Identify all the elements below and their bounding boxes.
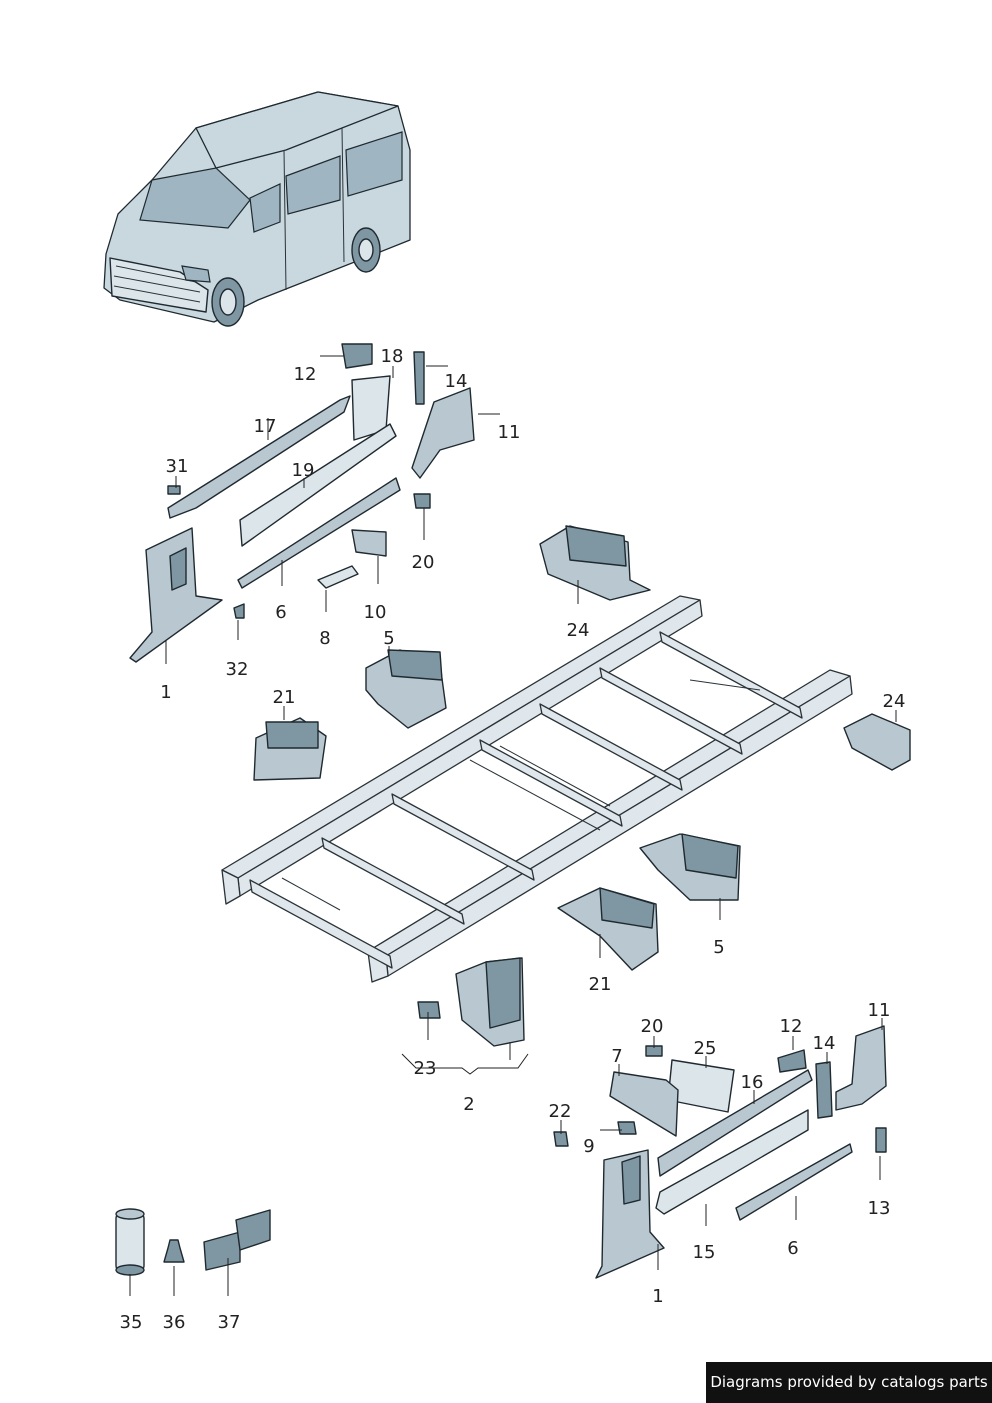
callout-label-23: 23 (414, 1058, 437, 1079)
callout-label-18: 18 (381, 346, 404, 367)
callout-label-15: 15 (693, 1242, 716, 1263)
callout-label-36: 36 (163, 1312, 186, 1333)
callout-label-5: 5 (383, 628, 394, 649)
callout-label-17: 17 (254, 416, 277, 437)
leader-lines (129, 355, 897, 1296)
right-side-parts (553, 1025, 887, 1279)
callout-label-24: 24 (567, 620, 590, 641)
callout-label-6: 6 (275, 602, 286, 623)
callout-label-14: 14 (445, 371, 468, 392)
chassis-frame (221, 595, 853, 983)
callout-label-19: 19 (292, 460, 315, 481)
callout-label-32: 32 (226, 659, 249, 680)
callout-label-22: 22 (549, 1101, 572, 1122)
callout-label-10: 10 (364, 602, 387, 623)
callout-label-9: 9 (583, 1136, 594, 1157)
callout-label-16: 16 (741, 1072, 764, 1093)
van-illustration (103, 91, 411, 327)
callout-label-8: 8 (319, 628, 330, 649)
left-side-parts (129, 343, 475, 663)
callout-label-21: 21 (273, 687, 296, 708)
callout-label-12: 12 (294, 364, 317, 385)
bracket-parts (253, 525, 911, 1047)
callout-label-6: 6 (787, 1238, 798, 1259)
callout-label-25: 25 (694, 1038, 717, 1059)
callout-label-11: 11 (498, 422, 521, 443)
callout-label-14: 14 (813, 1033, 836, 1054)
callout-label-31: 31 (166, 456, 189, 477)
callout-label-21: 21 (589, 974, 612, 995)
callout-label-1: 1 (652, 1286, 663, 1307)
callout-label-7: 7 (611, 1046, 622, 1067)
callout-label-35: 35 (120, 1312, 143, 1333)
callout-label-24: 24 (883, 691, 906, 712)
callout-label-20: 20 (641, 1016, 664, 1037)
callout-label-2: 2 (463, 1094, 474, 1115)
callout-label-5: 5 (713, 937, 724, 958)
callout-label-20: 20 (412, 552, 435, 573)
callout-label-1: 1 (160, 682, 171, 703)
credit-banner: Diagrams provided by catalogs parts (706, 1362, 992, 1403)
callout-label-12: 12 (780, 1016, 803, 1037)
callout-label-13: 13 (868, 1198, 891, 1219)
callout-label-11: 11 (868, 1000, 891, 1021)
callout-label-37: 37 (218, 1312, 241, 1333)
accessory-parts (115, 1208, 271, 1276)
